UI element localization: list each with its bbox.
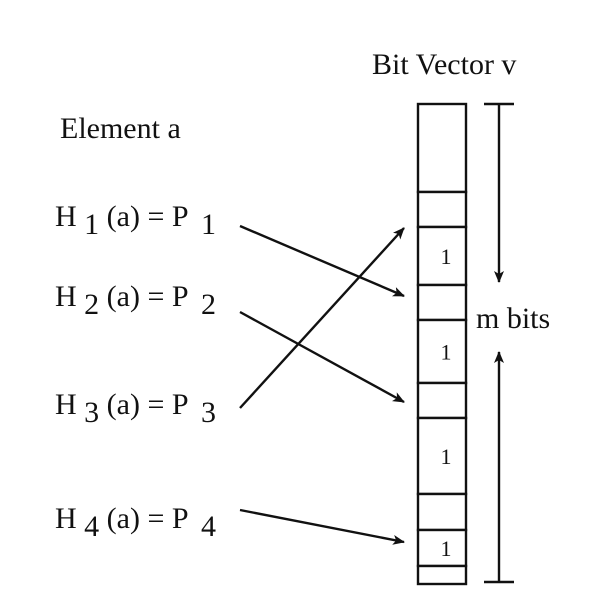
hash-letter: H [55,502,77,535]
element-label: Element a [60,112,181,145]
svg-text:H 4 (a) = P: H 4 (a) = P 4 [55,502,216,543]
svg-text:H 2 (a) = P: H 2 (a) = P 2 [55,280,216,321]
bit-cell [416,564,468,586]
hash-arrow-2 [239,310,405,404]
bit-cell [416,102,468,194]
bit-cell [416,528,468,568]
bit-value: 1 [441,244,452,269]
m-bits-dimension: m bits [476,102,550,584]
hash-arrow-3 [239,227,405,409]
position-index: 2 [201,288,216,321]
hash-index: 4 [84,510,99,543]
hash-label-4: H 4 (a) = P 4 [55,502,216,543]
bit-cell [416,492,468,532]
hash-letter: H [55,388,77,421]
bit-cell [416,381,468,420]
hash-index: 2 [84,288,99,321]
bit-vector-title: Bit Vector v [372,48,516,81]
position-index: 3 [201,396,216,429]
hash-arrows [239,224,405,545]
bit-vector: 1 1 1 1 [416,102,468,586]
bit-value: 1 [441,340,452,365]
hash-index: 3 [84,396,99,429]
hash-mid: (a) = P [107,502,188,535]
hash-label-2: H 2 (a) = P 2 [55,280,216,321]
hash-letter: H [55,280,77,313]
hash-arrow-4 [239,508,405,545]
hash-mid: (a) = P [107,280,188,313]
position-index: 1 [201,208,216,241]
svg-text:H 1 (a) = P: H 1 (a) = P 1 [55,200,216,241]
position-index: 4 [201,510,216,543]
bit-value: 1 [441,444,452,469]
hash-letter: H [55,200,77,233]
bit-cell [416,283,468,322]
hash-mid: (a) = P [107,388,188,421]
hash-index: 1 [84,208,99,241]
bit-value: 1 [441,536,452,561]
hash-label-3: H 3 (a) = P 3 [55,388,216,429]
m-bits-label: m bits [476,302,550,335]
hash-label-1: H 1 (a) = P 1 [55,200,216,241]
bit-cell [416,190,468,229]
hash-mid: (a) = P [107,200,188,233]
svg-text:H 3 (a) = P: H 3 (a) = P 3 [55,388,216,429]
hash-arrow-1 [239,224,405,298]
